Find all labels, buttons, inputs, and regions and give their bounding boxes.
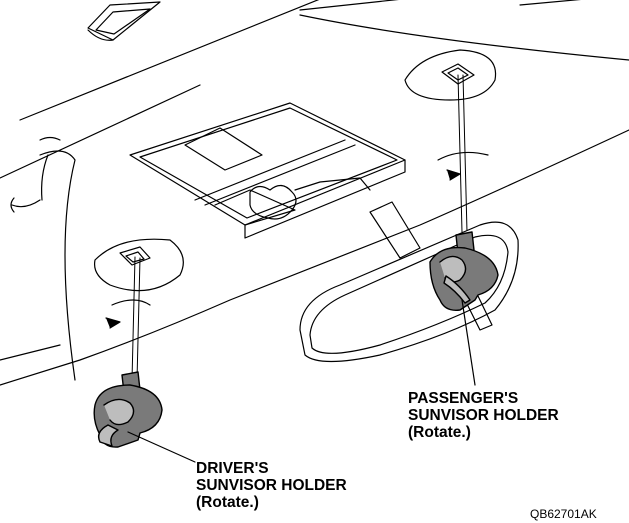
a-pillar bbox=[10, 136, 76, 381]
passenger-mount bbox=[404, 49, 497, 233]
roof-cutout bbox=[87, 1, 161, 41]
headliner-outline bbox=[0, 0, 629, 386]
passenger-sunvisor-holder bbox=[429, 231, 499, 386]
driver-label-line2: SUNVISOR HOLDER bbox=[196, 477, 347, 494]
driver-sunvisor-holder bbox=[93, 371, 196, 463]
driver-label-line3: (Rotate.) bbox=[196, 494, 259, 511]
driver-label-line1: DRIVER'S bbox=[196, 460, 269, 477]
passenger-label-line2: SUNVISOR HOLDER bbox=[408, 407, 559, 424]
driver-mount bbox=[93, 238, 184, 381]
passenger-sunvisor-holder-label: PASSENGER'S SUNVISOR HOLDER (Rotate.) bbox=[408, 390, 559, 441]
passenger-label-line1: PASSENGER'S bbox=[408, 390, 519, 407]
overhead-console bbox=[129, 102, 421, 259]
passenger-label-line3: (Rotate.) bbox=[408, 424, 471, 441]
figure-id: QB62701AK bbox=[530, 507, 597, 521]
driver-sunvisor-holder-label: DRIVER'S SUNVISOR HOLDER (Rotate.) bbox=[196, 460, 347, 511]
